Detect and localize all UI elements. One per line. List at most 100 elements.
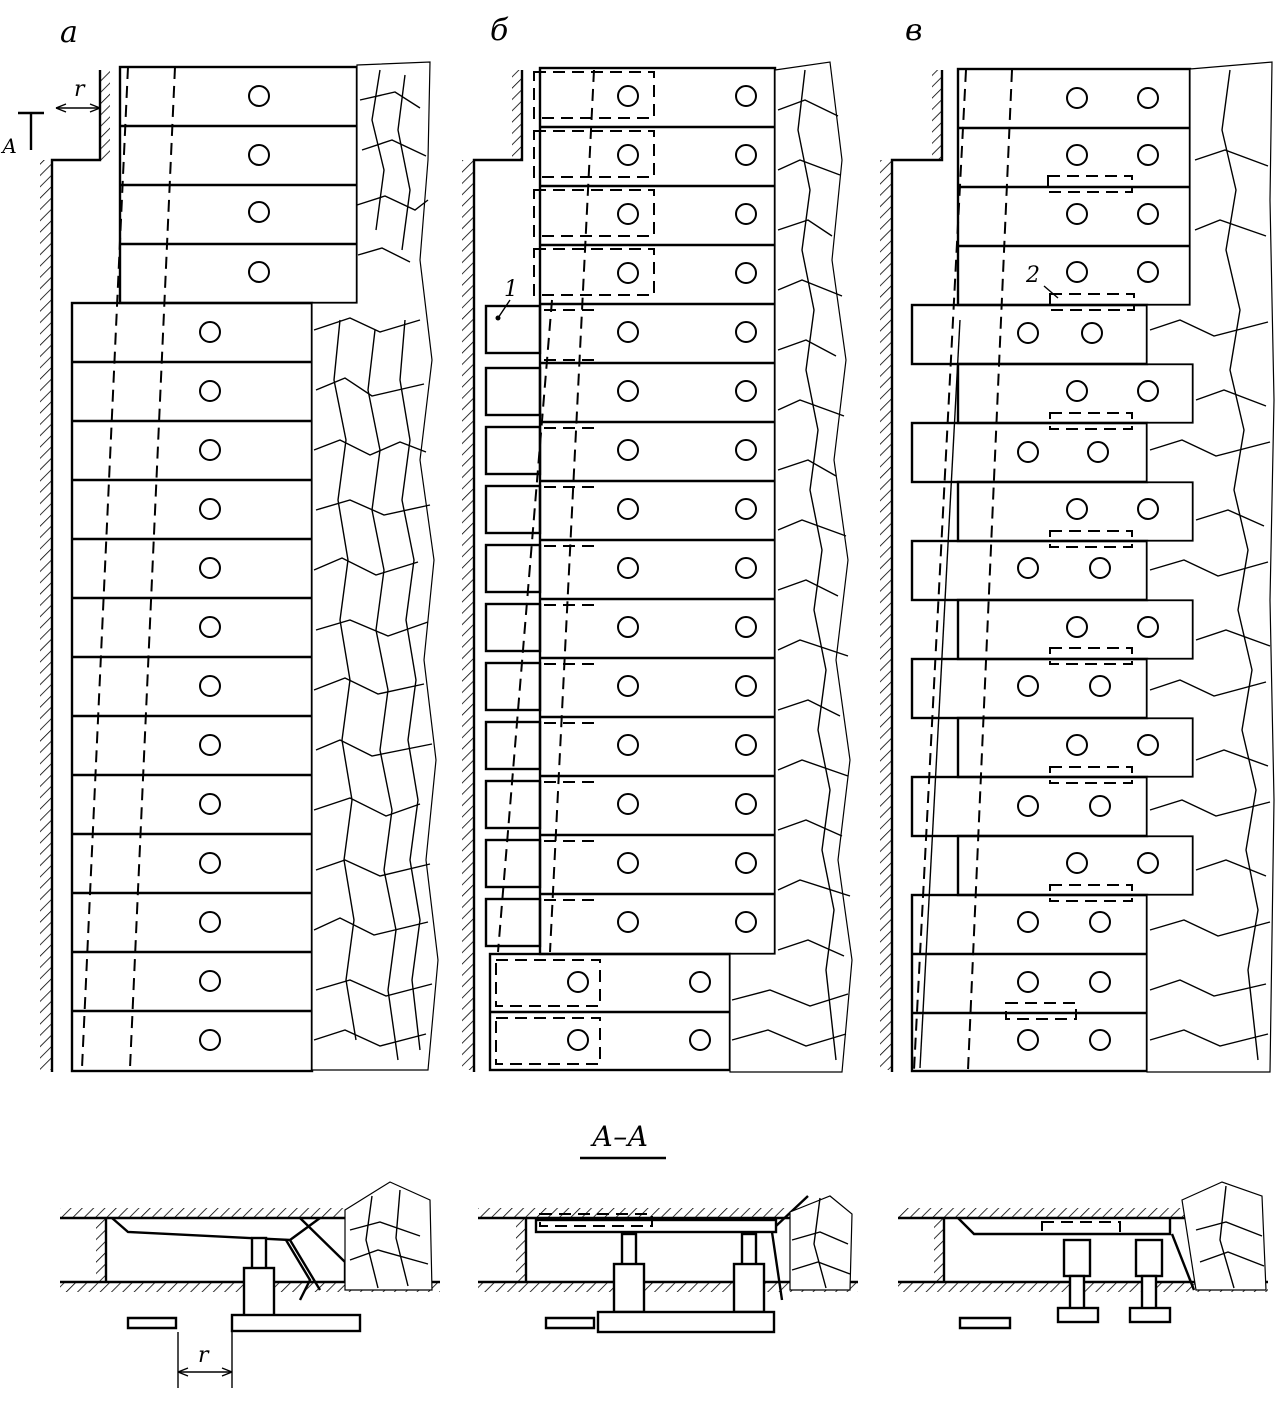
- panel-b-side-plate: [484, 779, 542, 830]
- panel-a-hole: [199, 439, 221, 461]
- panel-a-r-arrow-left: [55, 103, 67, 113]
- panel-v-goaf-rock: [1146, 61, 1275, 1073]
- section-a-prop-cylinder: [242, 1266, 276, 1318]
- section-v-dashed-link: [1041, 1221, 1121, 1235]
- panel-b-side-plate: [484, 720, 542, 771]
- section-a-shield: [288, 1217, 347, 1291]
- panel-a-hole: [199, 793, 221, 815]
- panel-a-hole: [199, 616, 221, 638]
- section-a-prop-rod: [250, 1236, 268, 1272]
- panel-b-side-plate: [484, 543, 542, 594]
- panel-b-callout-1: 1: [504, 277, 518, 302]
- panel-b-side-plate: [484, 897, 542, 948]
- panel-a-hole: [199, 911, 221, 933]
- panel-a-hole: [199, 557, 221, 579]
- panel-b-wall-outline: [472, 70, 524, 1072]
- section-v-prop-rod: [1140, 1274, 1158, 1312]
- panel-b: б 1: [462, 13, 853, 1073]
- section-b-prop-cylinder: [612, 1262, 646, 1314]
- panel-v-holes: [1017, 87, 1159, 1051]
- section-v-rock: [1181, 1181, 1267, 1291]
- section-b-prop-rod: [620, 1232, 638, 1268]
- section-v-prop-foot: [1128, 1306, 1172, 1324]
- panel-a-conveyor-line: [81, 66, 129, 1069]
- section-v-prop-foot: [1056, 1306, 1100, 1324]
- panel-b-side-plate: [484, 484, 542, 535]
- panel-a-hole: [199, 734, 221, 756]
- panel-a-step-hatch: [100, 70, 110, 160]
- section-a: r: [60, 1181, 440, 1388]
- panel-a-section-mark: А: [0, 134, 17, 158]
- panel-b-goaf-rock: [729, 61, 853, 1073]
- section-b-prop-rod: [740, 1232, 758, 1268]
- section-v: [898, 1181, 1268, 1330]
- section-a-wall-hatch: [96, 1218, 106, 1282]
- section-b-prop-cylinder: [732, 1262, 766, 1314]
- panel-v: в А: [880, 13, 1275, 1073]
- panel-b-holes: [567, 85, 757, 1051]
- panel-a-hole: [199, 321, 221, 343]
- panel-a-label: а: [60, 15, 78, 50]
- section-a-base: [230, 1313, 362, 1333]
- panel-a-hole: [199, 380, 221, 402]
- panel-a-hole: [248, 144, 270, 166]
- panel-b-side-plate: [484, 838, 542, 889]
- panel-a-wall-outline: [50, 70, 102, 1072]
- section-a-link: [284, 1239, 312, 1301]
- section-a-conveyor: [126, 1316, 178, 1330]
- panel-a-plate-group-bottom: [70, 301, 314, 1073]
- section-a-roof-hatch: [60, 1208, 360, 1218]
- panel-b-side-plate: [484, 425, 542, 476]
- panel-b-label: б: [490, 13, 509, 48]
- section-v-prop-cylinder: [1134, 1238, 1164, 1278]
- panel-a-hole: [199, 675, 221, 697]
- panel-b-callout-dot: [495, 315, 501, 321]
- section-b-rock: [789, 1195, 853, 1291]
- panel-b-step-hatch: [512, 70, 522, 160]
- section-b-base: [596, 1310, 776, 1334]
- section-v-prop-cylinder: [1062, 1238, 1092, 1278]
- panel-a-r-label: r: [74, 77, 86, 102]
- panel-v-callout-2: 2: [1025, 263, 1040, 288]
- panel-a-conveyor-line: [129, 66, 176, 1069]
- section-v-roof-hatch: [898, 1208, 1198, 1218]
- panel-v-wall-outline: [890, 70, 944, 1072]
- section-b: [478, 1195, 858, 1334]
- section-v-conveyor: [958, 1316, 1012, 1330]
- panel-b-dashed-frames: [495, 69, 655, 1065]
- panel-b-side-plate: [484, 661, 542, 712]
- panel-a-hole: [248, 201, 270, 223]
- section-b-conveyor: [544, 1316, 596, 1330]
- panel-a-r-arrow-right: [89, 103, 101, 113]
- section-a-r-label: r: [198, 1343, 210, 1368]
- section-v-wall-hatch: [934, 1218, 944, 1282]
- panel-b-side-plate: [484, 304, 542, 355]
- panel-b-wall-hatch: [462, 160, 474, 1070]
- panel-a-hole: [199, 498, 221, 520]
- panel-v-callout-leader: [1043, 285, 1059, 299]
- panel-v-wall-hatch: [880, 160, 892, 1070]
- panel-a-hole: [248, 261, 270, 283]
- section-b-floor-hatch: [478, 1282, 858, 1292]
- section-v-prop-rod: [1068, 1274, 1086, 1312]
- section-title: А–А: [590, 1120, 648, 1153]
- section-v-shield: [1170, 1233, 1196, 1291]
- panel-a-goaf-rock: [311, 61, 439, 1071]
- section-b-canopy: [534, 1218, 778, 1234]
- section-a-canopy: [111, 1217, 321, 1242]
- section-a-a: А–А r: [60, 1120, 1268, 1388]
- panel-v-label: в: [905, 13, 922, 48]
- panel-b-callout-leader: [497, 299, 511, 319]
- panel-a-wall-hatch: [40, 160, 52, 1070]
- panel-v-dashed-links: [913, 69, 1135, 1071]
- section-b-dashed-link: [539, 1213, 653, 1227]
- panel-v-step-hatch: [932, 70, 942, 160]
- panel-a-hole: [199, 1029, 221, 1051]
- panel-a-hole: [248, 85, 270, 107]
- panel-b-side-plate: [484, 602, 542, 653]
- panel-a-hole: [199, 970, 221, 992]
- section-a-rock: [344, 1181, 433, 1291]
- panel-a: а r А: [0, 15, 439, 1073]
- section-v-canopy: [957, 1217, 1172, 1236]
